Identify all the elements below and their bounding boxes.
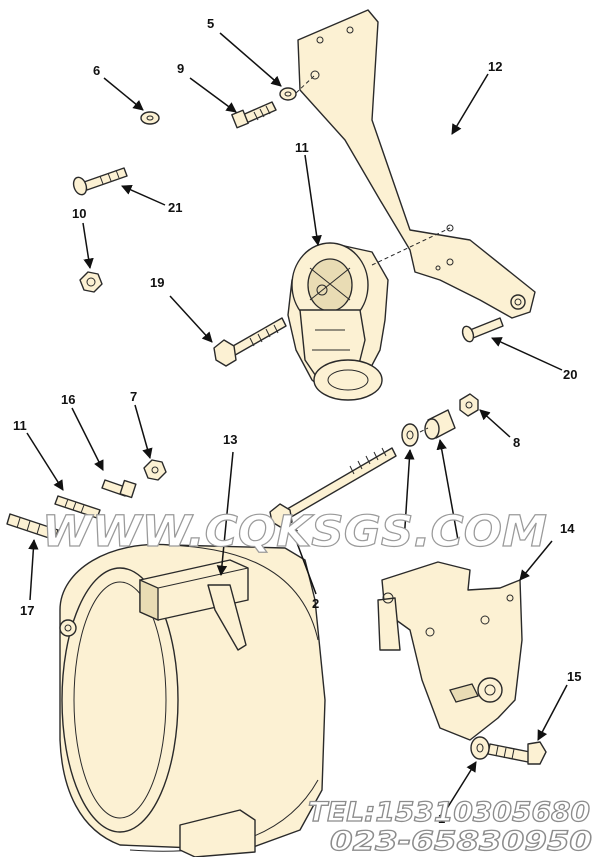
bolt-2 (269, 447, 397, 529)
callout-12: 12 (488, 59, 502, 74)
callout-16: 16 (61, 392, 75, 407)
assembly-lines (295, 75, 451, 433)
callout-14: 14 (560, 521, 575, 536)
washer-5 (279, 87, 297, 101)
callout-7: 7 (130, 389, 137, 404)
callout-5: 5 (207, 16, 214, 31)
screw-21 (72, 167, 128, 196)
nut-8 (459, 393, 479, 417)
lower-bracket (377, 561, 523, 741)
mounting-bracket (297, 9, 536, 319)
washer-6 (140, 111, 160, 125)
callout-17: 17 (20, 603, 34, 618)
callout-19: 19 (150, 275, 164, 290)
callout-1: 1 (438, 811, 445, 826)
callout-10: 10 (72, 206, 86, 221)
callout-6: 6 (93, 63, 100, 78)
callout-labels: 5 9 6 12 11 21 10 19 20 7 16 11 8 13 2 1… (13, 16, 581, 826)
clamp-band (59, 543, 326, 857)
bolt-9 (231, 101, 277, 129)
callout-2: 2 (312, 596, 319, 611)
callout-8: 8 (513, 435, 520, 450)
bolt-15 (487, 741, 547, 765)
belt-tensioner (287, 242, 389, 401)
screw-20 (461, 317, 504, 343)
leader-arrows (26, 32, 568, 811)
nut-7 (143, 459, 167, 481)
washer-1 (401, 423, 419, 447)
fasteners (6, 87, 547, 765)
bolt-19 (213, 317, 287, 367)
callout-20: 20 (563, 367, 577, 382)
stud-11 (54, 495, 101, 519)
watermark-phone: TEL:15310305680 (308, 797, 590, 828)
callout-11-upper: 11 (295, 140, 309, 155)
callout-13: 13 (223, 432, 237, 447)
stud-17 (6, 513, 59, 541)
spacer-1 (424, 409, 456, 440)
washer-1-lower (470, 736, 490, 760)
watermark-site: WWW.CQKSGS.COM (42, 507, 547, 557)
watermark-phone2: 023-65830950 (330, 826, 592, 857)
nut-10 (79, 271, 103, 293)
callout-15: 15 (567, 669, 581, 684)
callout-11-lower: 11 (13, 418, 27, 433)
callout-21: 21 (168, 200, 182, 215)
callout-9: 9 (177, 61, 184, 76)
watermark: WWW.CQKSGS.COM TEL:15310305680 023-65830… (41, 506, 592, 857)
bolt-16 (101, 479, 137, 499)
